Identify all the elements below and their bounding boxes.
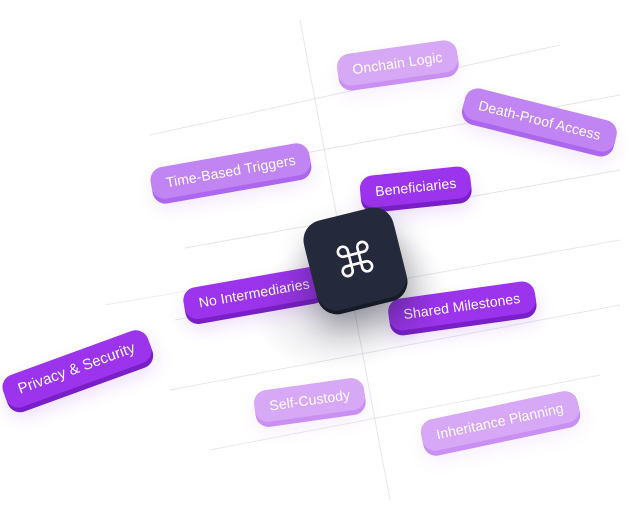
command-key	[299, 203, 411, 315]
command-key-icon	[336, 240, 374, 278]
